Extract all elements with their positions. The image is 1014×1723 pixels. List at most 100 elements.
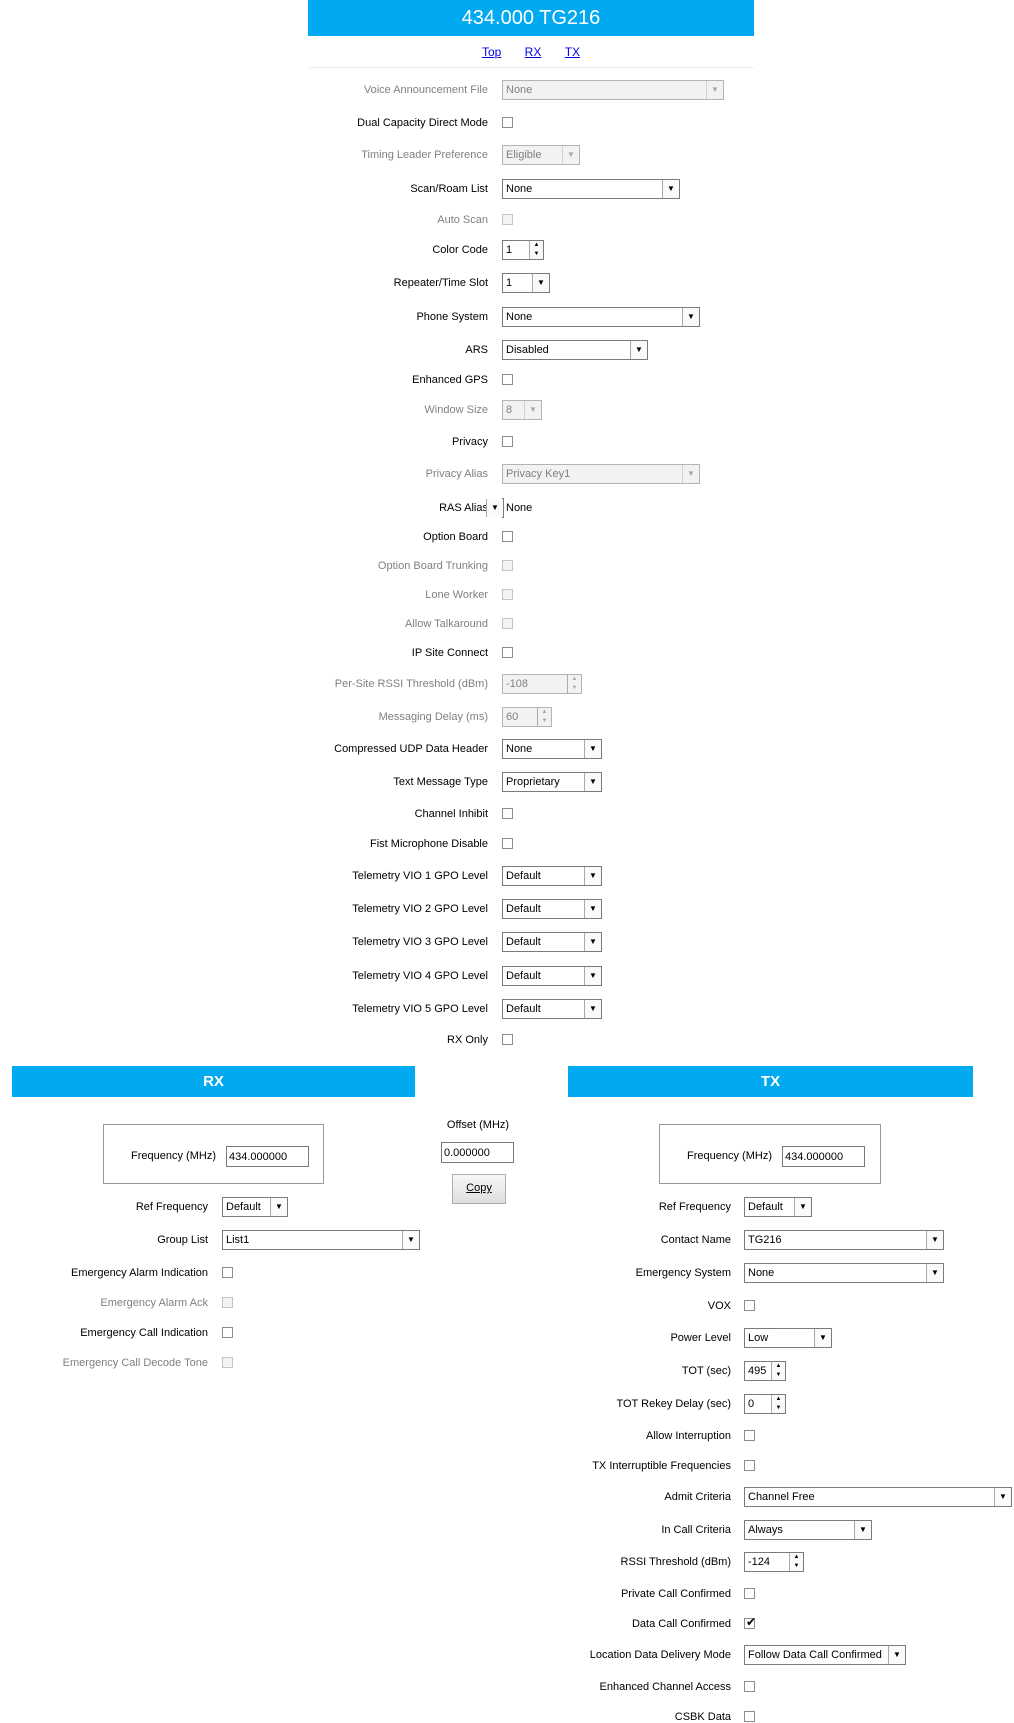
channel-inhibit-checkbox[interactable] [502,808,513,819]
ip-site-connect-checkbox[interactable] [502,647,513,658]
auto-scan-label: Auto Scan [437,214,488,226]
chevron-down-icon: ▼ [486,499,503,517]
spinner-arrows: ▲▼ [529,241,543,259]
tx-vox-checkbox[interactable] [744,1300,755,1311]
tx-enhanced-channel-access-checkbox[interactable] [744,1681,755,1692]
telemetry-vio-1-gpo-level-select[interactable]: Default▼ [502,866,602,886]
tx-private-call-confirmed-checkbox[interactable] [744,1588,755,1599]
telemetry-vio-5-gpo-level-select[interactable]: Default▼ [502,999,602,1019]
tx-tx-interruptible-frequencies-label: TX Interruptible Frequencies [592,1460,731,1472]
chevron-down-icon: ▼ [926,1231,943,1249]
tx-enhanced-channel-access-label: Enhanced Channel Access [599,1681,731,1693]
rx-only-label: RX Only [447,1034,488,1046]
color-code-label: Color Code [432,244,488,256]
compressed-udp-data-header-select[interactable]: None▼ [502,739,602,759]
option-board-checkbox[interactable] [502,531,513,542]
chevron-down-icon: ▼ [794,1198,811,1216]
rx-emergency-call-indication-checkbox[interactable] [222,1327,233,1338]
tx-rssi-threshold-dbm-spinner[interactable]: -124▲▼ [744,1552,804,1572]
tx-contact-name-select[interactable]: TG216▼ [744,1230,944,1250]
nav-tx-link[interactable]: TX [564,45,581,59]
offset-label: Offset (MHz) [446,1119,510,1131]
phone-system-select[interactable]: None▼ [502,307,700,327]
chevron-down-icon: ▼ [814,1329,831,1347]
tx-power-level-select[interactable]: Low ▼ [744,1328,832,1348]
rx-emergency-alarm-indication-checkbox[interactable] [222,1267,233,1278]
nav-top-link[interactable]: Top [481,45,502,59]
telemetry-vio-2-gpo-level-select[interactable]: Default▼ [502,899,602,919]
tx-frequency-input[interactable]: 434.000000 [782,1146,865,1167]
enhanced-gps-label: Enhanced GPS [412,374,488,386]
ars-select[interactable]: Disabled▼ [502,340,648,360]
tx-ref-frequency-select[interactable]: Default▼ [744,1197,812,1217]
tx-power-level-value: Low [748,1332,769,1344]
arrow-up-icon: ▲ [775,1363,782,1369]
chevron-down-icon: ▼ [682,465,699,483]
tx-tot-sec-spinner[interactable]: 495 ▲▼ [744,1361,786,1381]
rx-group-list-select[interactable]: List1▼ [222,1230,420,1250]
telemetry-vio-3-gpo-level-select[interactable]: Default▼ [502,932,602,952]
fist-microphone-disable-checkbox[interactable] [502,838,513,849]
rx-only-checkbox[interactable] [502,1034,513,1045]
chevron-down-icon: ▼ [888,1646,905,1664]
tx-tot-rekey-delay-sec-label: TOT Rekey Delay (sec) [616,1398,731,1410]
rx-ref-frequency-select[interactable]: Default▼ [222,1197,288,1217]
chevron-down-icon: ▼ [662,180,679,198]
repeater-time-slot-select[interactable]: 1▼ [502,273,550,293]
tx-data-call-confirmed-checkbox[interactable]: ✔ [744,1615,756,1629]
tx-contact-name-label: Contact Name [660,1234,731,1246]
phone-system-value: None [506,311,533,323]
copy-button[interactable]: Copy [452,1174,506,1204]
telemetry-vio-3-gpo-level-label: Telemetry VIO 3 GPO Level [352,936,488,948]
tx-tot-rekey-delay-sec-spinner[interactable]: 0▲▼ [744,1394,786,1414]
tx-admit-criteria-value: Channel Free [748,1491,815,1503]
rx-ref-frequency-value: Default [226,1201,261,1213]
timing-leader-preference-select: Eligible▼ [502,145,580,165]
tx-allow-interruption-checkbox[interactable] [744,1430,755,1441]
tx-emergency-system-select[interactable]: None▼ [744,1263,944,1283]
tx-in-call-criteria-select[interactable]: Always▼ [744,1520,872,1540]
telemetry-vio-4-gpo-level-select[interactable]: Default▼ [502,966,602,986]
chevron-down-icon: ▼ [402,1231,419,1249]
chevron-down-icon: ▼ [630,341,647,359]
rx-emergency-alarm-indication-label: Emergency Alarm Indication [71,1267,208,1279]
enhanced-gps-checkbox[interactable] [502,374,513,385]
tx-tx-interruptible-frequencies-checkbox[interactable] [744,1460,755,1471]
compressed-udp-data-header-value: None [506,743,533,755]
compressed-udp-data-header-label: Compressed UDP Data Header [334,743,488,755]
tx-data-call-confirmed-label: Data Call Confirmed [631,1618,731,1630]
messaging-delay-ms-spinner: 60▲▼ [502,707,552,727]
tx-private-call-confirmed-label: Private Call Confirmed [620,1588,731,1600]
option-board-label: Option Board [423,531,488,543]
chevron-down-icon: ▼ [706,81,723,99]
color-code-value: 1 [506,244,513,256]
rx-frequency-input[interactable]: 434.000000 [226,1146,309,1167]
telemetry-vio-3-gpo-level-value: Default [506,936,541,948]
color-code-spinner[interactable]: 1 ▲▼ [502,240,544,260]
tx-location-data-delivery-mode-select[interactable]: Follow Data Call Confirmed▼ [744,1645,906,1665]
per-site-rssi-threshold-dbm-value: -108 [506,678,529,690]
tx-csbk-data-checkbox[interactable] [744,1711,755,1722]
fist-microphone-disable-label: Fist Microphone Disable [370,838,488,850]
dual-capacity-direct-mode-checkbox[interactable] [502,117,513,128]
privacy-checkbox[interactable] [502,436,513,447]
text-message-type-label: Text Message Type [393,776,488,788]
per-site-rssi-threshold-dbm-spinner: -108 ▲▼ [502,674,582,694]
tx-admit-criteria-select[interactable]: Channel Free▼ [744,1487,1012,1507]
arrow-down-icon: ▼ [793,1563,800,1569]
chevron-down-icon: ▼ [926,1264,943,1282]
tx-csbk-data-label: CSBK Data [674,1711,731,1723]
spinner-arrows: ▲▼ [567,675,581,693]
text-message-type-select[interactable]: Proprietary▼ [502,772,602,792]
nav-rx-link[interactable]: RX [524,45,542,59]
tx-tot-sec-value: 495 [748,1365,767,1377]
lone-worker-checkbox [502,589,513,600]
allow-talkaround-label: Allow Talkaround [405,618,488,630]
spinner-arrows: ▲▼ [771,1362,785,1380]
scan-roam-list-select[interactable]: None▼ [502,179,680,199]
privacy-alias-select: Privacy Key1▼ [502,464,700,484]
offset-input[interactable]: 0.000000 [441,1142,514,1163]
ras-alias-select[interactable]: None▼ [486,498,532,518]
telemetry-vio-4-gpo-level-value: Default [506,970,541,982]
rx-frequency-label: Frequency (MHz) [131,1150,216,1162]
